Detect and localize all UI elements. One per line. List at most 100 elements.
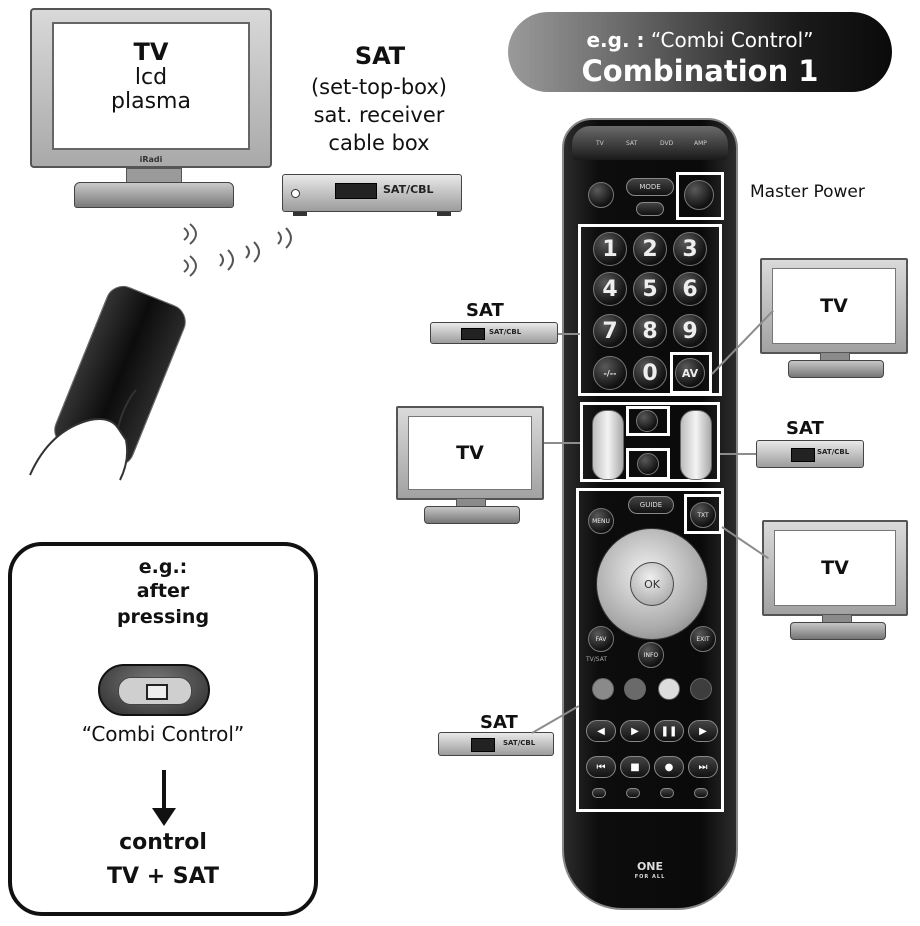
aux-button-1[interactable] (592, 788, 606, 798)
stb-display (335, 183, 377, 199)
skip-forward-button[interactable]: ⏭ (688, 756, 718, 778)
tvsat-label: TV/SAT (586, 656, 608, 663)
callout-tv-txt-screen: TV (774, 530, 896, 606)
sat-line-cablebox: cable box (328, 131, 430, 155)
callout-sat-channel-box-label: SAT/CBL (817, 448, 850, 456)
forward-button[interactable]: ▶ (688, 720, 718, 742)
stb-label: SAT/CBL (383, 183, 434, 196)
rewind-button[interactable]: ◀ (586, 720, 616, 742)
aux-button-3[interactable] (660, 788, 674, 798)
key-dash[interactable]: -/-- (593, 356, 627, 390)
remote-top-leds (572, 126, 728, 160)
key-2[interactable]: 2 (633, 232, 667, 266)
mode-label-sat: SAT (626, 140, 638, 147)
combi-control-icon (146, 684, 168, 700)
guide-button[interactable]: GUIDE (628, 496, 674, 514)
mode-button[interactable]: MODE (626, 178, 674, 196)
color-key-blue[interactable] (690, 678, 712, 700)
settop-box-illustration: SAT/CBL (282, 174, 462, 216)
tv-illustration: TV lcd plasma iRadi (30, 8, 272, 208)
stb-display (461, 328, 485, 340)
key-5[interactable]: 5 (633, 272, 667, 306)
combi-button-inner (118, 677, 192, 705)
remote-logo: ONE FOR ALL (634, 861, 666, 882)
ok-button[interactable]: OK (630, 562, 674, 606)
aux-button-4[interactable] (694, 788, 708, 798)
stb-display (791, 448, 815, 462)
signal-waves-icon (183, 223, 292, 277)
tv-title: TV (133, 38, 169, 66)
callout-tv-av-screen: TV (772, 268, 896, 344)
key-9[interactable]: 9 (673, 314, 707, 348)
callout-tv-txt: TV (762, 520, 908, 640)
logo-bottom: FOR ALL (634, 874, 666, 880)
mode-label-dvd: DVD (660, 140, 674, 147)
tv-base (788, 360, 884, 378)
info-button-name: “Combi Control” (81, 722, 245, 746)
connector-tv-volume (544, 442, 580, 444)
callout-sat-playback-title: SAT (480, 712, 518, 733)
connector-sat-numbers (558, 333, 580, 335)
color-key-yellow[interactable] (658, 678, 680, 700)
combi-button[interactable] (636, 202, 664, 216)
stop-button[interactable]: ■ (620, 756, 650, 778)
master-power-label: Master Power (750, 182, 865, 202)
mode-label-amp: AMP (694, 140, 707, 147)
hand-illustration (29, 389, 137, 481)
callout-sat-playback-box: SAT/CBL (438, 732, 554, 756)
txt-button[interactable]: TXT (690, 502, 716, 528)
header-example-prefix: e.g. : (586, 28, 645, 52)
channel-rocker[interactable] (680, 410, 712, 480)
info-button[interactable]: INFO (638, 642, 664, 668)
magic-button[interactable] (588, 182, 614, 208)
menu-button[interactable]: MENU (588, 508, 614, 534)
pause-button[interactable]: ❚❚ (654, 720, 684, 742)
skip-back-button[interactable]: ⏮ (586, 756, 616, 778)
header-example-line: e.g. : “Combi Control” (508, 28, 892, 52)
callout-sat-playback-box-label: SAT/CBL (503, 739, 536, 747)
fav-button[interactable]: FAV (588, 626, 614, 652)
tv-base (424, 506, 520, 524)
key-av[interactable]: AV (675, 358, 705, 388)
info-control: control (119, 830, 207, 855)
aux-button-2[interactable] (626, 788, 640, 798)
stb-display (471, 738, 495, 752)
info-tv-sat: TV + SAT (107, 864, 219, 889)
mute-button[interactable] (636, 410, 658, 432)
stb-foot-right (437, 212, 451, 216)
callout-sat-numbers-box-label: SAT/CBL (489, 328, 522, 336)
key-0[interactable]: 0 (633, 356, 667, 390)
volume-rocker[interactable] (592, 410, 624, 480)
connector-sat-channel (720, 453, 756, 455)
color-key-red[interactable] (592, 678, 614, 700)
info-pressing: pressing (116, 606, 210, 628)
sat-heading: SAT (354, 42, 406, 70)
info-after: after (136, 580, 190, 602)
info-box (8, 542, 318, 916)
tv-type-lcd: lcd (134, 65, 168, 90)
power-button[interactable] (684, 180, 714, 210)
down-arrow-icon (162, 770, 166, 812)
record-button[interactable]: ● (654, 756, 684, 778)
combination-header: e.g. : “Combi Control” Combination 1 (508, 12, 892, 92)
header-example-name: “Combi Control” (650, 28, 814, 52)
key-7[interactable]: 7 (593, 314, 627, 348)
callout-sat-channel-box: SAT/CBL (756, 440, 864, 468)
exit-button[interactable]: EXIT (690, 626, 716, 652)
tv-base (790, 622, 886, 640)
callout-tv-volume-screen: TV (408, 416, 532, 490)
key-1[interactable]: 1 (593, 232, 627, 266)
play-button[interactable]: ▶ (620, 720, 650, 742)
key-8[interactable]: 8 (633, 314, 667, 348)
zoom-button[interactable] (637, 453, 659, 475)
numpad-highlight (578, 224, 722, 396)
key-3[interactable]: 3 (673, 232, 707, 266)
callout-sat-numbers-title: SAT (466, 300, 504, 321)
down-arrow-head-icon (152, 808, 176, 826)
txt-highlight (684, 494, 722, 534)
mute-highlight (626, 406, 670, 436)
color-key-green[interactable] (624, 678, 646, 700)
key-4[interactable]: 4 (593, 272, 627, 306)
key-6[interactable]: 6 (673, 272, 707, 306)
